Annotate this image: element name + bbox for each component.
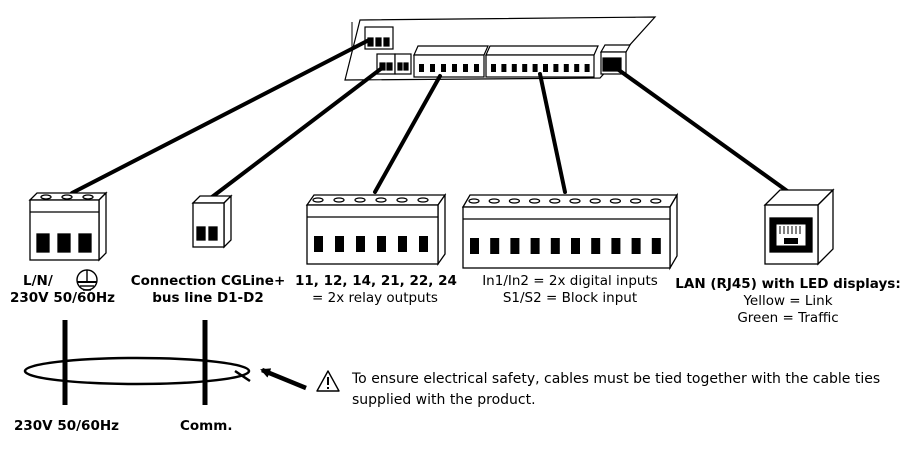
input-pole-8 (609, 198, 622, 254)
lan-terminal-line1: LAN (RJ45) with LED displays: (675, 276, 901, 292)
bus-terminal-block (191, 194, 233, 249)
controller-board (344, 16, 657, 81)
board-bus-terminal (376, 53, 412, 75)
input-pole-2 (488, 198, 500, 254)
board-input-pin (501, 64, 507, 72)
power-terminal-line1: L/N/ (23, 273, 53, 289)
board-input-pin (532, 64, 538, 72)
lan-terminal-line3: Green = Traffic (737, 310, 839, 326)
board-input-pin (522, 64, 528, 72)
bus-terminal-line1: Connection CGLine+ (130, 273, 286, 289)
board-input-pin (574, 64, 580, 72)
input-pole-3 (508, 198, 521, 254)
board-power-terminal (364, 26, 394, 50)
board-input-pin (511, 64, 517, 72)
relay-pole-6 (417, 197, 429, 252)
board-relay-pin (463, 64, 468, 72)
rj45-block (763, 188, 835, 266)
board-relay-pin (430, 64, 435, 72)
input-pole-1 (468, 198, 480, 254)
board-input-pin (491, 64, 496, 72)
board-input-pin (584, 64, 590, 72)
board-input-pin (563, 64, 569, 72)
relay-terminal-line1: 11, 12, 14, 21, 22, 24 (295, 273, 457, 289)
input-pole-6 (569, 198, 581, 254)
board-input-pin (553, 64, 559, 72)
bus-terminal-line2: bus line D1-D2 (152, 290, 264, 306)
board-relay-pin (419, 64, 424, 72)
power-terminal-label: L/N/ 230V 50/60Hz (10, 273, 115, 307)
relay-terminal-block (305, 192, 447, 267)
relay-pole-1 (312, 197, 324, 252)
cable-tie (23, 356, 251, 386)
board-relay-pin (441, 64, 446, 72)
input-terminal-block (461, 192, 679, 271)
input-pole-9 (629, 198, 642, 254)
safety-note: To ensure electrical safety, cables must… (352, 369, 892, 411)
relay-pole-3 (354, 197, 366, 252)
relay-pole-5 (396, 197, 408, 252)
board-relay-pin (474, 64, 479, 72)
power-cable-label: 230V 50/60Hz (14, 418, 119, 434)
input-pole-10 (650, 198, 662, 254)
comm-cable-label: Comm. (180, 418, 233, 434)
board-input-terminal (485, 45, 599, 78)
cable-tie-illustration (23, 320, 251, 405)
input-pole-4 (528, 198, 541, 254)
input-pole-7 (589, 198, 601, 254)
board-relay-pin (452, 64, 457, 72)
warning-triangle-icon (316, 370, 340, 392)
power-terminal-block (28, 191, 108, 262)
earth-ground-icon (76, 269, 98, 291)
connector-lines (70, 38, 792, 199)
board-relay-terminal (413, 45, 489, 78)
safety-note-line2: supplied with the product. (352, 392, 536, 408)
relay-pole-4 (375, 197, 387, 252)
input-terminal-line2: S1/S2 = Block input (502, 290, 638, 306)
lan-terminal-label: LAN (RJ45) with LED displays: Yellow = L… (675, 276, 901, 327)
relay-terminal-line2: = 2x relay outputs (312, 290, 438, 306)
power-terminal-line2: 230V 50/60Hz (10, 290, 115, 306)
input-terminal-label: In1/In2 = 2x digital inputs S1/S2 = Bloc… (470, 273, 670, 307)
lan-terminal-line2: Yellow = Link (743, 293, 833, 309)
relay-terminal-label: 11, 12, 14, 21, 22, 24 = 2x relay output… (295, 273, 457, 307)
input-terminal-line1: In1/In2 = 2x digital inputs (482, 273, 658, 289)
pointer-arrow (260, 367, 307, 391)
input-pole-5 (549, 198, 561, 254)
relay-pole-2 (333, 197, 345, 252)
safety-note-line1: To ensure electrical safety, cables must… (352, 371, 881, 387)
board-input-pin (543, 64, 548, 72)
bus-terminal-label: Connection CGLine+ bus line D1-D2 (128, 273, 288, 307)
